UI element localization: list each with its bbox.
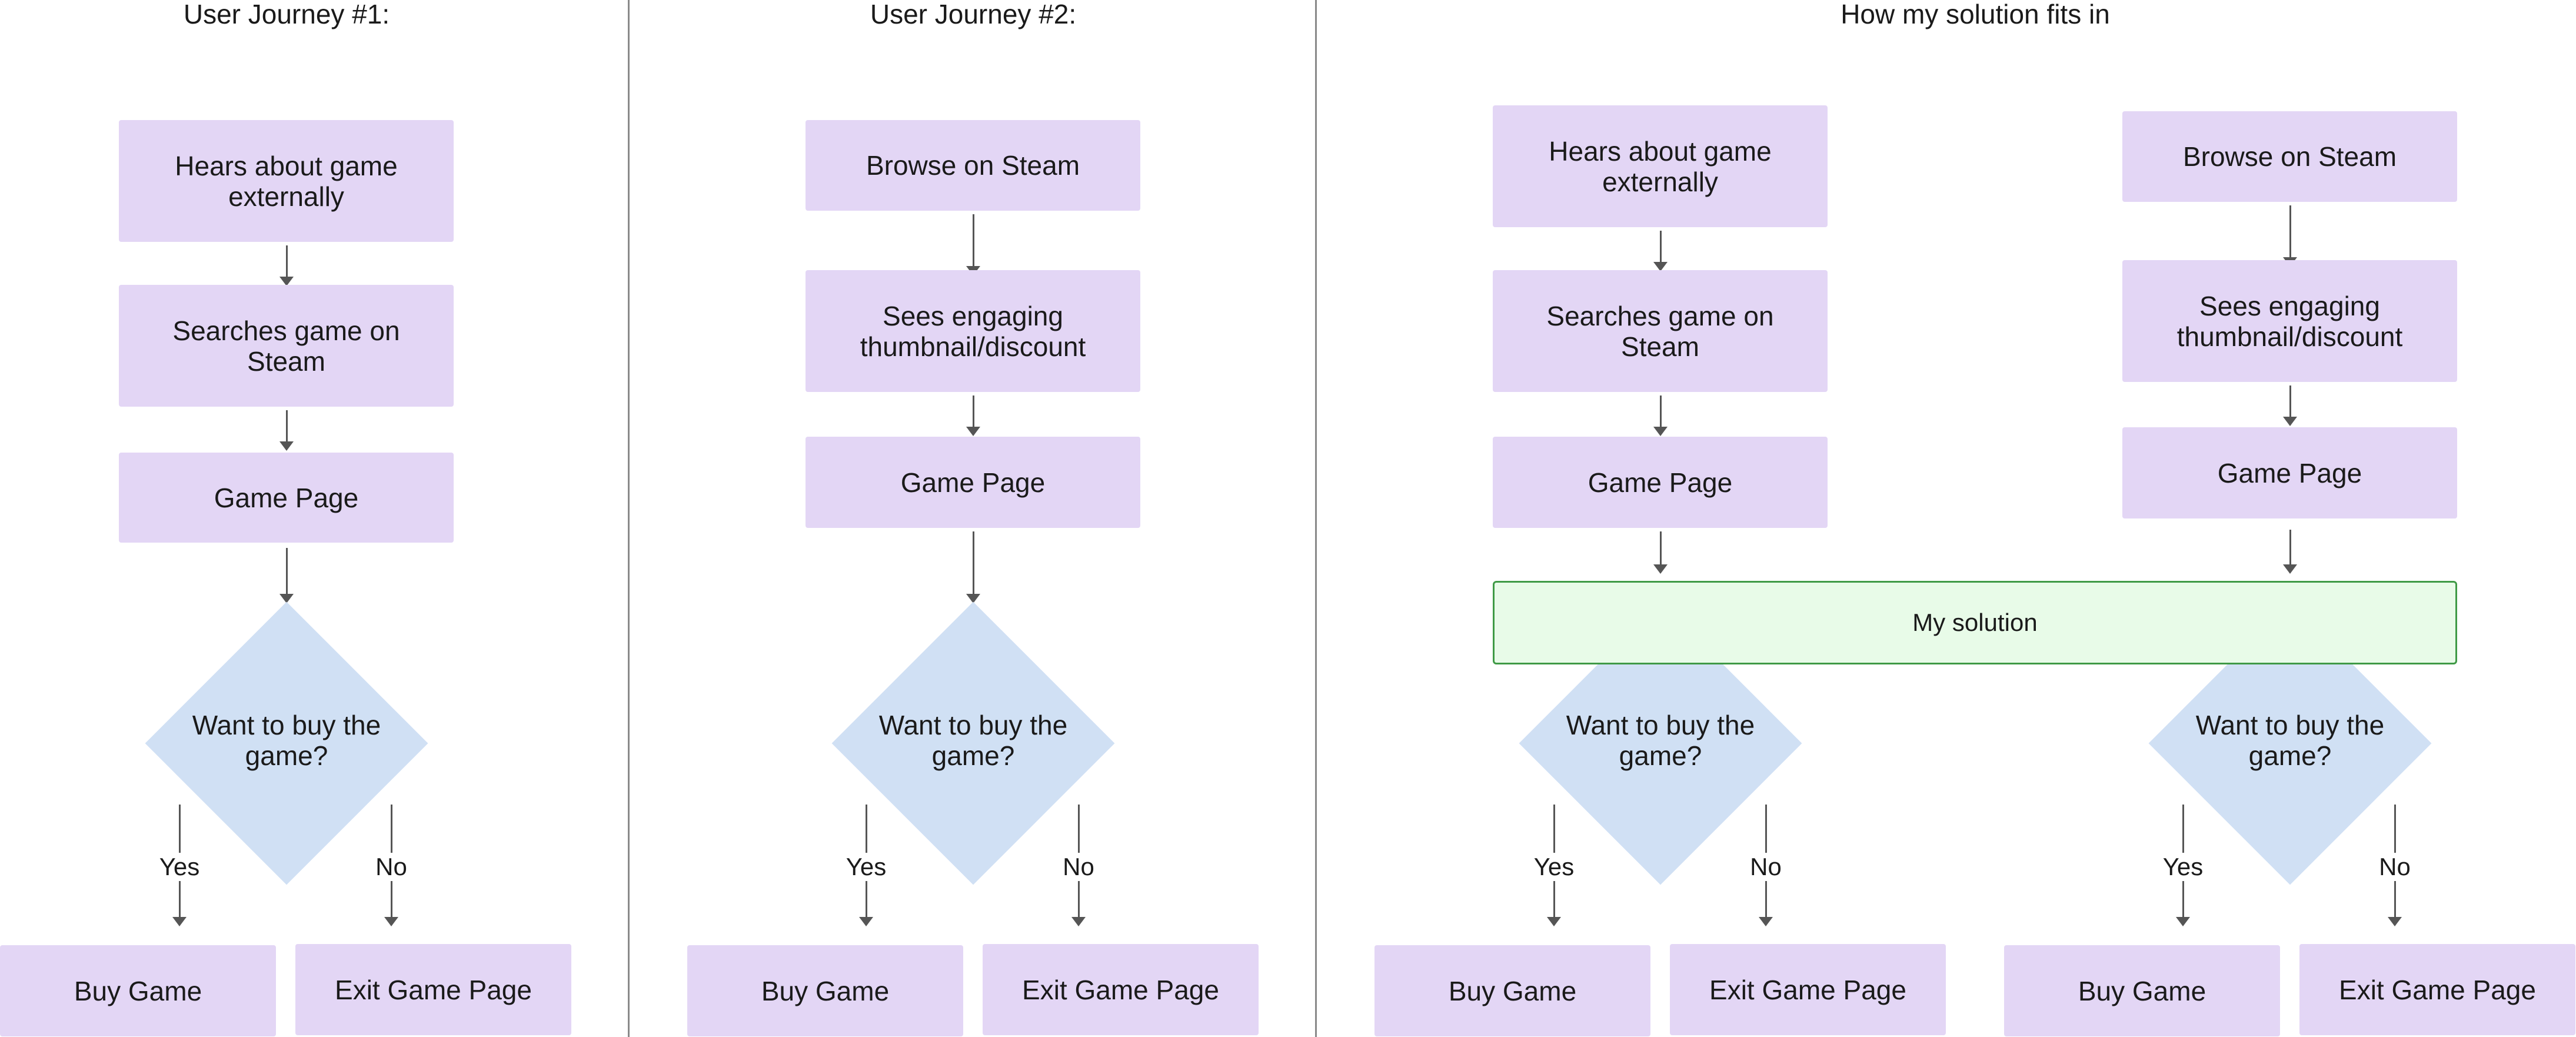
node-searches-game-s1: Searches game on Steam — [1493, 270, 1828, 392]
node-exit-game-page-j2: Exit Game Page — [983, 944, 1259, 1035]
arrowhead-j1-1 — [279, 277, 294, 286]
node-label: Searches game on Steam — [172, 315, 400, 377]
title-user-journey-1: User Journey #1: — [183, 0, 390, 29]
edge-label-yes-j1: Yes — [144, 853, 215, 881]
node-hears-about-game-s1: Hears about game externally — [1493, 105, 1828, 227]
node-hears-about-game-j1: Hears about game externally — [119, 120, 454, 242]
column-divider-1 — [628, 0, 630, 1037]
edge-label-no-j1: No — [356, 853, 427, 881]
node-label: Exit Game Page — [1709, 974, 1906, 1005]
node-label: Searches game on Steam — [1546, 300, 1774, 362]
node-label: Exit Game Page — [1022, 974, 1219, 1005]
node-buy-game-j1: Buy Game — [0, 945, 276, 1036]
connector-s2-3 — [2289, 530, 2291, 567]
connector-j2-1 — [973, 214, 974, 268]
node-label: Exit Game Page — [2339, 974, 2536, 1005]
node-label: Browse on Steam — [866, 150, 1080, 181]
node-game-page-j1: Game Page — [119, 453, 454, 543]
arrowhead-s2-3 — [2283, 564, 2297, 574]
arrowhead-j2-3 — [966, 594, 980, 603]
arrowhead-s1-no — [1759, 917, 1773, 926]
edge-label-no-j2: No — [1043, 853, 1114, 881]
node-label: Sees engaging thumbnail/discount — [2176, 290, 2403, 352]
node-label: Hears about game externally — [175, 150, 398, 212]
arrowhead-j2-yes — [859, 917, 873, 926]
decision-label-s1: Want to buy the game? — [1566, 710, 1755, 771]
column-divider-2 — [1315, 0, 1317, 1037]
connector-j1-3 — [286, 548, 288, 596]
connector-s1-1 — [1660, 231, 1662, 264]
node-label: Buy Game — [74, 975, 202, 1006]
connector-j2-3 — [973, 531, 974, 596]
node-label: Game Page — [900, 467, 1046, 498]
decision-label-j2: Want to buy the game? — [878, 710, 1068, 771]
node-label: Browse on Steam — [2182, 141, 2397, 172]
arrowhead-j1-yes — [172, 917, 187, 926]
edge-label-yes-s1: Yes — [1519, 853, 1589, 881]
arrowhead-s2-yes — [2176, 917, 2190, 926]
arrowhead-j1-no — [384, 917, 398, 926]
node-game-page-s2: Game Page — [2122, 427, 2457, 518]
node-label: Exit Game Page — [335, 974, 532, 1005]
node-label: Game Page — [1587, 467, 1733, 498]
connector-s2-2 — [2289, 385, 2291, 419]
node-sees-thumbnail-j2: Sees engaging thumbnail/discount — [806, 270, 1140, 392]
node-exit-game-page-s1: Exit Game Page — [1670, 944, 1946, 1035]
connector-s2-1 — [2289, 205, 2291, 260]
arrowhead-j1-3 — [279, 594, 294, 603]
node-label: Sees engaging thumbnail/discount — [860, 300, 1086, 362]
arrowhead-j1-2 — [279, 441, 294, 451]
node-buy-game-j2: Buy Game — [687, 945, 963, 1036]
arrowhead-j2-2 — [966, 427, 980, 436]
node-browse-steam-s2: Browse on Steam — [2122, 111, 2457, 202]
node-searches-game-j1: Searches game on Steam — [119, 285, 454, 407]
connector-j1-1 — [286, 245, 288, 279]
node-label: Hears about game externally — [1549, 135, 1772, 197]
title-solution-fit: How my solution fits in — [1841, 0, 2110, 29]
node-game-page-j2: Game Page — [806, 437, 1140, 528]
node-label: Game Page — [2217, 457, 2362, 488]
arrowhead-s1-yes — [1547, 917, 1561, 926]
arrowhead-s2-2 — [2283, 417, 2297, 426]
node-label: Buy Game — [2078, 975, 2206, 1006]
connector-j2-2 — [973, 395, 974, 429]
connector-s1-3 — [1660, 531, 1662, 567]
arrowhead-s1-1 — [1653, 262, 1668, 271]
node-label: Buy Game — [1448, 975, 1577, 1006]
edge-label-no-s1: No — [1730, 853, 1801, 881]
node-buy-game-s1: Buy Game — [1374, 945, 1650, 1036]
arrowhead-j2-no — [1071, 917, 1086, 926]
node-buy-game-s2: Buy Game — [2004, 945, 2280, 1036]
arrowhead-s1-3 — [1653, 564, 1668, 574]
connector-s1-2 — [1660, 395, 1662, 429]
node-game-page-s1: Game Page — [1493, 437, 1828, 528]
my-solution-label: My solution — [1912, 609, 2038, 636]
node-sees-thumbnail-s2: Sees engaging thumbnail/discount — [2122, 260, 2457, 382]
decision-label-s2: Want to buy the game? — [2195, 710, 2385, 771]
node-exit-game-page-s2: Exit Game Page — [2299, 944, 2575, 1035]
arrowhead-s2-no — [2388, 917, 2402, 926]
edge-label-yes-s2: Yes — [2148, 853, 2218, 881]
node-label: Game Page — [214, 482, 359, 513]
connector-j1-2 — [286, 410, 288, 444]
title-user-journey-2: User Journey #2: — [870, 0, 1077, 29]
edge-label-no-s2: No — [2359, 853, 2430, 881]
decision-label-j1: Want to buy the game? — [192, 710, 381, 771]
arrowhead-s1-2 — [1653, 427, 1668, 436]
edge-label-yes-j2: Yes — [831, 853, 901, 881]
node-exit-game-page-j1: Exit Game Page — [295, 944, 571, 1035]
node-label: Buy Game — [761, 975, 890, 1006]
my-solution-box: My solution — [1493, 581, 2457, 664]
node-browse-steam-j2: Browse on Steam — [806, 120, 1140, 211]
